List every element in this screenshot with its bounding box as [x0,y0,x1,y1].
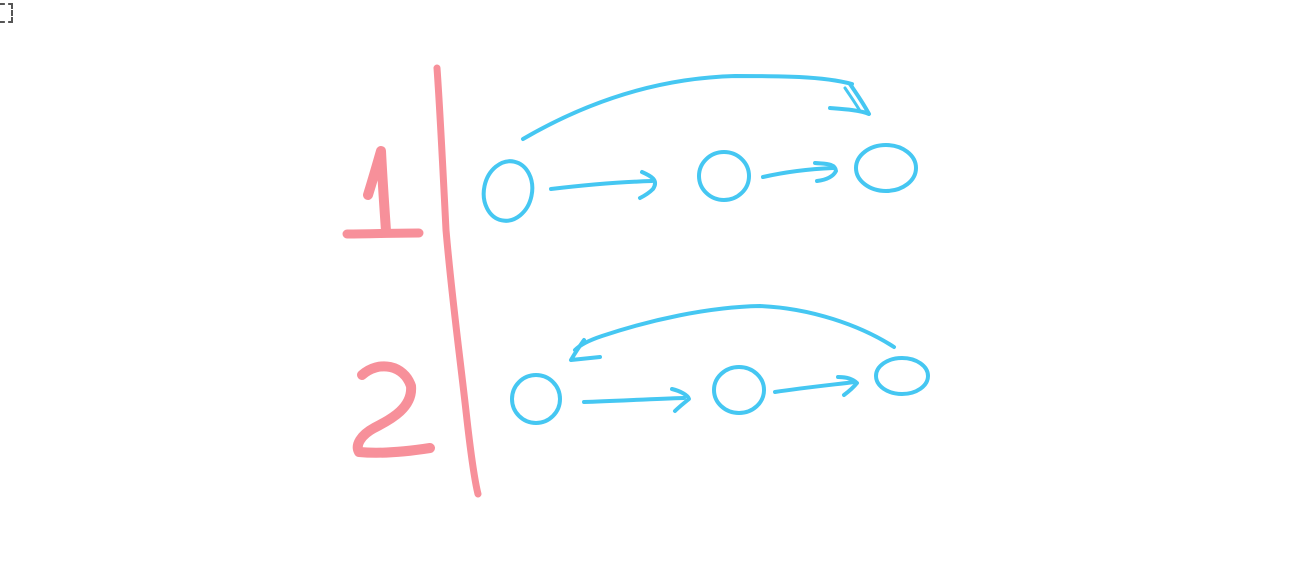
row-2-label: 2 [0,0,435,458]
row-2-node-1 [510,373,562,425]
row-1-arrows [521,74,871,200]
row-1-node-3 [854,143,918,193]
row-2-node-3 [874,356,930,396]
row-1-nodes [481,143,918,223]
row-1-label: 1 [342,146,424,239]
row-2-nodes [510,356,930,425]
row-1-node-1 [481,159,535,223]
selection-handle-icon[interactable] [0,3,13,23]
row-2-arrows [569,304,896,413]
row-1-node-2 [697,150,751,202]
row-2-node-2 [712,365,766,415]
svg-text:2: 2 [0,0,1,1]
separator-line [433,64,482,498]
